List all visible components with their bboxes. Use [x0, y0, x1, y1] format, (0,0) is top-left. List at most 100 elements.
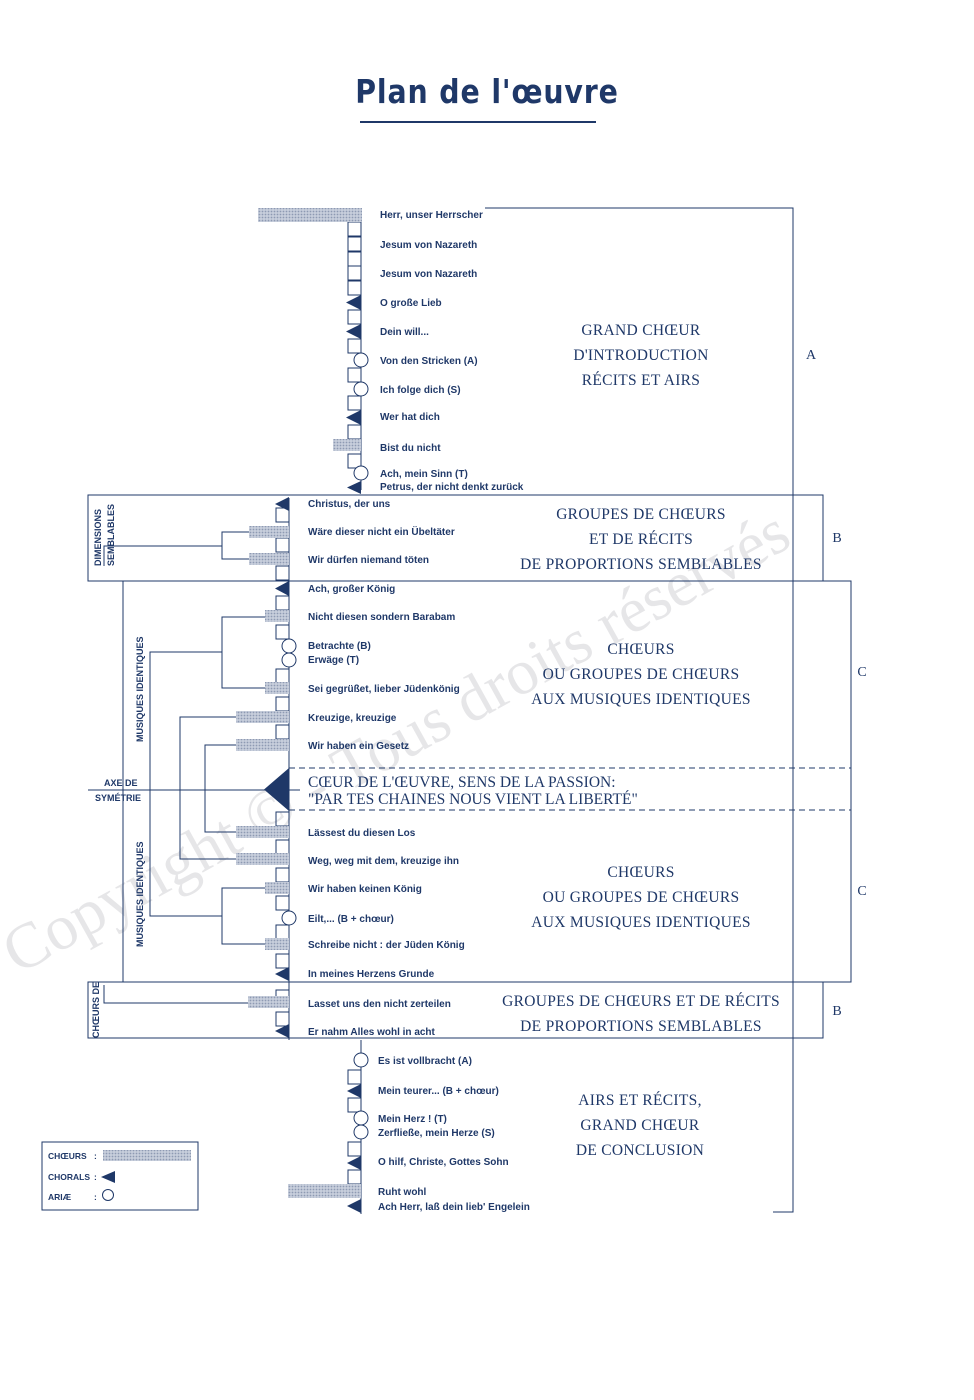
movement-label: Betrachte (B): [308, 641, 371, 652]
movement-label: Mein teurer... (B + chœur): [378, 1086, 499, 1097]
section-c2-caption: AUX MUSIQUES IDENTIQUES: [531, 914, 751, 931]
chorale-triangle: [347, 1156, 361, 1170]
movement-label: Jesum von Nazareth: [380, 240, 477, 251]
side-label-choeurs-de: CHŒURS DE: [91, 982, 101, 1038]
movement-label: Mein Herz ! (T): [378, 1114, 447, 1125]
side-label-semblables: SEMBLABLES: [106, 504, 116, 566]
section-a-outline: [485, 207, 794, 1213]
step-box: [347, 1069, 362, 1085]
movement-label: Dein will...: [380, 327, 429, 338]
legend-box: [41, 1141, 199, 1211]
choir-bar: [236, 853, 289, 865]
section-c1-caption: CHŒURS: [607, 641, 674, 658]
chorale-triangle: [275, 1024, 289, 1038]
section-c1-caption: AUX MUSIQUES IDENTIQUES: [531, 691, 751, 708]
step-box: [275, 668, 290, 684]
step-box: [275, 696, 290, 712]
bracket-b1-link: [103, 545, 222, 566]
section-c1-letter: C: [857, 665, 866, 680]
section-b1-letter: B: [832, 531, 841, 546]
chorale-triangle: [346, 324, 361, 339]
choir-bar: [236, 711, 289, 723]
step-box: [275, 537, 290, 553]
section-b1-caption: GROUPES DE CHŒURS: [556, 506, 726, 523]
page-title: Plan de l'œuvre: [355, 72, 619, 111]
axis-label: AXE DE: [104, 778, 138, 788]
legend-aria-circle: [102, 1189, 114, 1201]
step-box: [347, 251, 362, 267]
movement-label: Ruht wohl: [378, 1187, 427, 1198]
aria-circle: [281, 652, 297, 668]
choir-bar: [265, 682, 289, 694]
aria-circle: [353, 1124, 369, 1140]
aria-circle: [353, 465, 369, 481]
chorale-triangle: [347, 481, 361, 494]
step-box: [275, 953, 290, 969]
choir-bar: [236, 826, 289, 838]
movement-label: O große Lieb: [380, 298, 442, 309]
movement-label: Eilt,... (B + chœur): [308, 914, 394, 925]
aria-circle: [353, 1110, 369, 1126]
bracket-b2-link: [103, 985, 248, 1004]
bracket-pair-1-top: [221, 616, 266, 689]
legend-choirs-label: CHŒURS: [48, 1151, 87, 1161]
choir-bar: [265, 938, 289, 950]
legend-chorals-label: CHORALS: [48, 1172, 90, 1182]
bracket-pair-1-link: [149, 651, 222, 917]
section-b2-box: [87, 981, 824, 1039]
section-c2-letter: C: [857, 884, 866, 899]
section-a-letter: A: [806, 348, 817, 363]
movement-label: Lässest du diesen Los: [308, 828, 416, 839]
step-box: [275, 624, 290, 640]
choir-bar: [265, 882, 289, 894]
choir-bar: [265, 610, 289, 622]
section-end-caption: DE CONCLUSION: [576, 1142, 704, 1159]
movement-label: Wir haben ein Gesetz: [308, 741, 409, 752]
step-box: [347, 453, 362, 469]
step-box: [275, 595, 290, 611]
side-label-musiques-top: MUSIQUES IDENTIQUES: [135, 636, 145, 742]
step-box: [347, 424, 362, 440]
step-box: [347, 1097, 362, 1113]
side-label-musiques-bottom: MUSIQUES IDENTIQUES: [135, 841, 145, 947]
step-box: [347, 367, 362, 383]
legend-separator: :: [94, 1172, 97, 1182]
aria-circle: [281, 910, 297, 926]
axis-label: SYMÉTRIE: [95, 793, 141, 803]
bracket-pair-1-bottom: [221, 887, 266, 945]
choir-bar: [249, 526, 289, 538]
section-c1-caption: OU GROUPES DE CHŒURS: [543, 666, 740, 683]
movement-label: Petrus, der nicht denkt zurück: [380, 482, 524, 493]
step-box: [347, 280, 362, 296]
title-underline: [360, 121, 596, 123]
step-box: [275, 1011, 290, 1027]
movement-label: Sei gegrüßet, lieber Jüdenkönig: [308, 684, 460, 695]
movement-label: Nicht diesen sondern Barabam: [308, 612, 455, 623]
bracket-b1-inner: [221, 531, 252, 560]
legend: CHŒURS : CHORALS : ARIÆ :: [41, 1141, 199, 1211]
central-chorale-triangle: [264, 768, 289, 811]
movement-label: Erwäge (T): [308, 655, 359, 666]
side-label-dimensions: DIMENSIONS: [93, 509, 103, 566]
movement-list: Herr, unser Herrscher Jesum von Nazareth…: [308, 210, 530, 1213]
chorale-triangle: [347, 1199, 361, 1213]
movement-label: In meines Herzens Grunde: [308, 969, 435, 980]
movement-label: Schreibe nicht : der Jüden König: [308, 940, 465, 951]
step-box: [275, 867, 290, 883]
step-box: [275, 565, 290, 581]
legend-chorale-triangle: [101, 1171, 115, 1183]
legend-separator: :: [94, 1192, 97, 1202]
aria-circle: [353, 352, 369, 368]
step-box: [347, 1169, 362, 1185]
movement-label: Ach, großer König: [308, 584, 395, 595]
center-caption: "PAR TES CHAINES NOUS VIENT LA LIBERTÉ": [308, 791, 638, 808]
bracket-pair-3: [204, 744, 236, 833]
chorale-triangle: [346, 295, 361, 310]
movement-label: O hilf, Christe, Gottes Sohn: [378, 1157, 509, 1168]
movement-label: Wir dürfen niemand töten: [308, 555, 429, 566]
step-box: [275, 507, 290, 523]
aria-circle: [353, 381, 369, 397]
movement-label: Ach, mein Sinn (T): [380, 469, 468, 480]
section-c2-caption: OU GROUPES DE CHŒURS: [543, 889, 740, 906]
step-box: [347, 221, 362, 237]
